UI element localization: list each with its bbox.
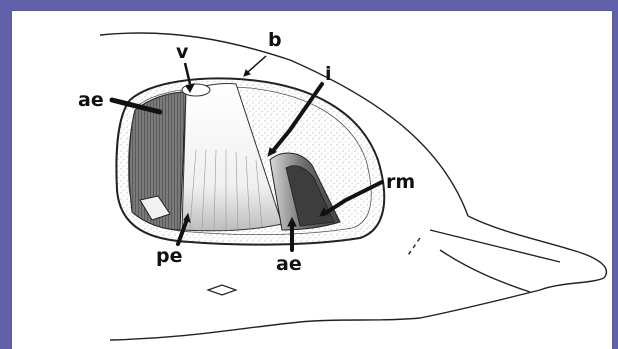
- label-ae-left: ae: [78, 89, 104, 111]
- label-ae-bottom: ae: [276, 253, 302, 275]
- nostril-mark: [208, 285, 236, 295]
- label-rm: rm: [386, 171, 415, 193]
- label-pe: pe: [156, 245, 183, 267]
- label-v: v: [176, 41, 189, 63]
- label-b: b: [268, 29, 282, 51]
- label-i: i: [325, 63, 332, 85]
